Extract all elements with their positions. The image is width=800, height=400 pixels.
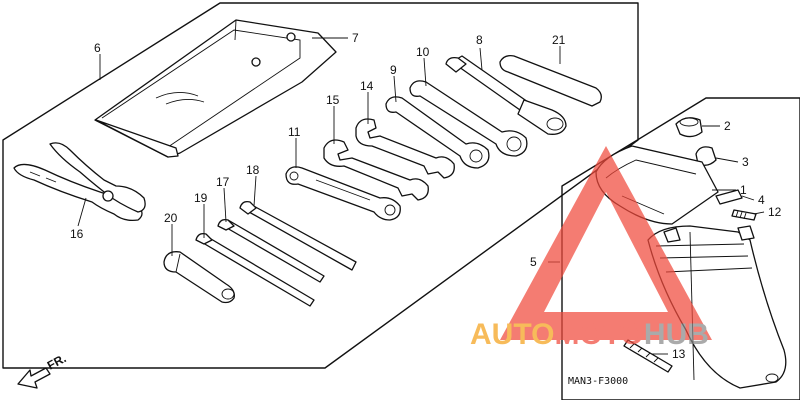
callout-1: 1: [740, 183, 747, 197]
pliers: [13, 142, 146, 222]
screwdriver-17: [217, 218, 325, 283]
callout-labels: 1 2 3 4 5 6 7 8 9 10 11 12 13 14 15 16 1…: [70, 31, 782, 361]
wrench-10: [409, 80, 528, 157]
callout-9: 9: [390, 63, 397, 77]
cap: [675, 117, 703, 138]
callout-5: 5: [530, 255, 537, 269]
screw: [731, 209, 757, 221]
front-arrow-icon: [17, 367, 51, 389]
callout-15: 15: [326, 93, 340, 107]
bag-assembly-outline: [561, 97, 800, 400]
callout-12: 12: [768, 205, 782, 219]
wrench-14: [355, 118, 455, 179]
callout-3: 3: [742, 155, 749, 169]
callout-20: 20: [164, 211, 178, 225]
watermark-text: AUTOMOTOHUB: [470, 318, 709, 351]
callout-10: 10: [416, 45, 430, 59]
callout-6: 6: [94, 41, 101, 55]
front-direction-indicator: FR.: [17, 351, 69, 389]
socket-wrench: [445, 55, 567, 135]
watermark-logo: AUTOMOTOHUB: [470, 146, 712, 351]
callout-13: 13: [672, 347, 686, 361]
diagram-code: MAN3-F3000: [568, 376, 628, 387]
watermark-moto: MOTO: [554, 318, 643, 351]
watermark-hub: HUB: [644, 318, 709, 351]
tool-bag: [94, 19, 337, 158]
callout-17: 17: [216, 175, 230, 189]
leader-lines: [77, 37, 765, 355]
callout-2: 2: [724, 119, 731, 133]
callout-18: 18: [246, 163, 260, 177]
callout-11: 11: [288, 125, 301, 139]
screwdriver-handle: [163, 251, 235, 304]
wrench-9: [385, 96, 490, 169]
storage-bag: [647, 225, 787, 389]
extension-bar: [499, 54, 602, 107]
watermark-triangle-icon: [500, 146, 712, 340]
watermark-auto: AUTO: [470, 318, 554, 351]
callout-14: 14: [360, 79, 374, 93]
screwdriver-18: [239, 200, 357, 271]
callout-8: 8: [476, 33, 483, 47]
rubber-strap: [623, 339, 673, 373]
front-label: FR.: [45, 351, 69, 372]
callout-19: 19: [194, 191, 208, 205]
screwdriver-19: [195, 232, 315, 307]
wrench-15: [323, 139, 429, 201]
combination-wrench: [285, 166, 401, 221]
callout-16: 16: [70, 227, 84, 241]
callout-7: 7: [352, 31, 359, 45]
callout-21: 21: [552, 33, 566, 47]
callout-4: 4: [758, 193, 765, 207]
clip: [715, 189, 743, 205]
